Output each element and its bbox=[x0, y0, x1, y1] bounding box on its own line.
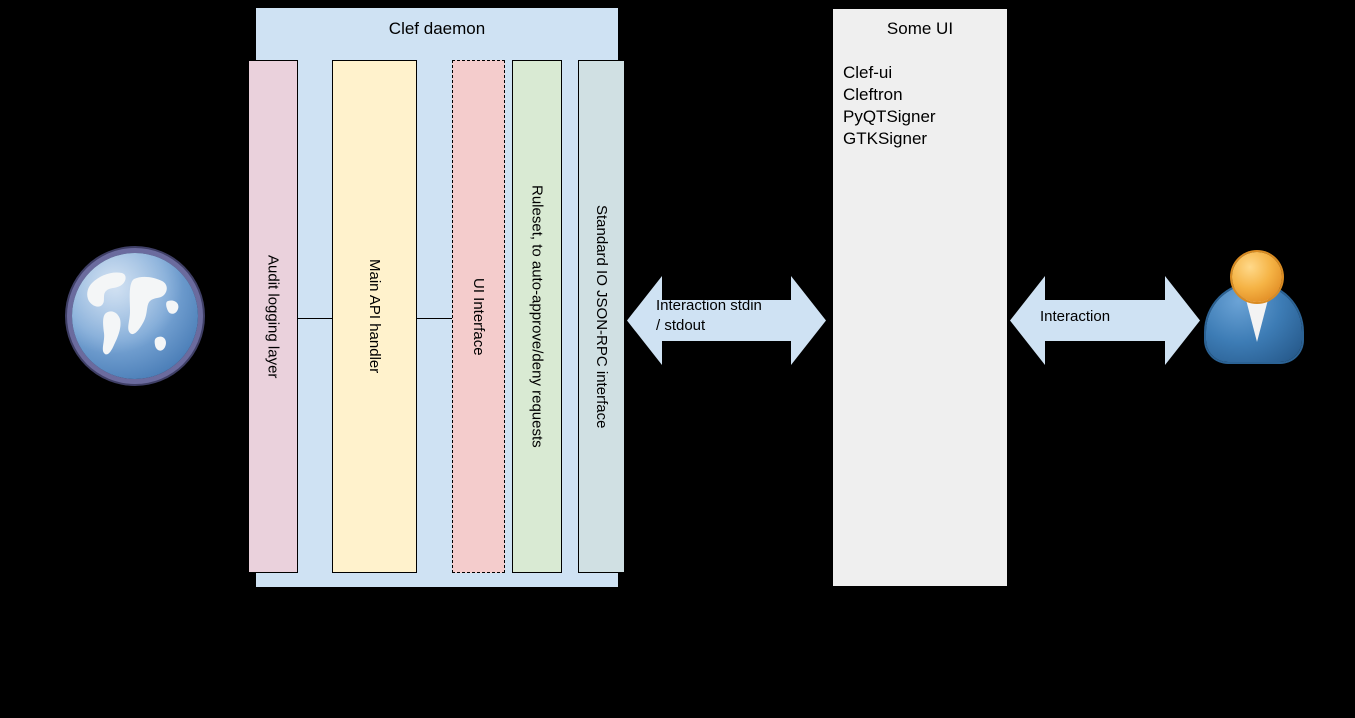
connector-globe-stub bbox=[0, 0, 1, 26]
globe-icon bbox=[72, 253, 198, 379]
user-head bbox=[1232, 252, 1282, 302]
some-ui-title: Some UI bbox=[886, 19, 954, 38]
layer-ui-interface[interactable]: UI Interface bbox=[452, 60, 505, 573]
arrow-user-interaction-label: Interaction bbox=[1040, 308, 1111, 325]
clef-daemon-container bbox=[256, 8, 618, 587]
layer-audit-logging-layer[interactable]: Audit logging layer bbox=[248, 60, 298, 573]
layer-main-api-handler[interactable]: Main API handler bbox=[332, 60, 417, 573]
layer-ruleset[interactable]: Ruleset, to auto-approve/deny requests bbox=[512, 60, 562, 573]
user-icon bbox=[1206, 252, 1302, 362]
list-item: PyQTSigner bbox=[843, 107, 936, 126]
arrow-stdin-stdout bbox=[627, 276, 826, 365]
list-item: Cleftron bbox=[843, 85, 903, 104]
list-item: Clef-ui bbox=[843, 63, 893, 82]
clef-daemon-title: Clef daemon bbox=[388, 19, 486, 38]
connector-api-to-ui bbox=[416, 318, 453, 319]
list-item: GTKSigner bbox=[843, 129, 928, 148]
layer-label: Standard IO JSON-RPC interface bbox=[593, 204, 610, 429]
arrow-user-interaction bbox=[1010, 276, 1200, 365]
layer-stdio-jsonrpc[interactable]: Standard IO JSON-RPC interface bbox=[578, 60, 625, 573]
layer-label: Main API handler bbox=[366, 259, 383, 374]
some-ui-container bbox=[832, 8, 1008, 587]
connector-audit-to-api bbox=[297, 318, 333, 319]
some-ui-list: Clef-ui Cleftron PyQTSigner GTKSigner bbox=[843, 62, 936, 150]
layer-label: UI Interface bbox=[470, 277, 487, 356]
arrow-stdin-stdout-label: Interaction stdin / stdout bbox=[656, 297, 762, 334]
globe-continents bbox=[87, 272, 179, 355]
layer-label: Ruleset, to auto-approve/deny requests bbox=[528, 185, 546, 448]
layer-label: Audit logging layer bbox=[264, 254, 282, 379]
